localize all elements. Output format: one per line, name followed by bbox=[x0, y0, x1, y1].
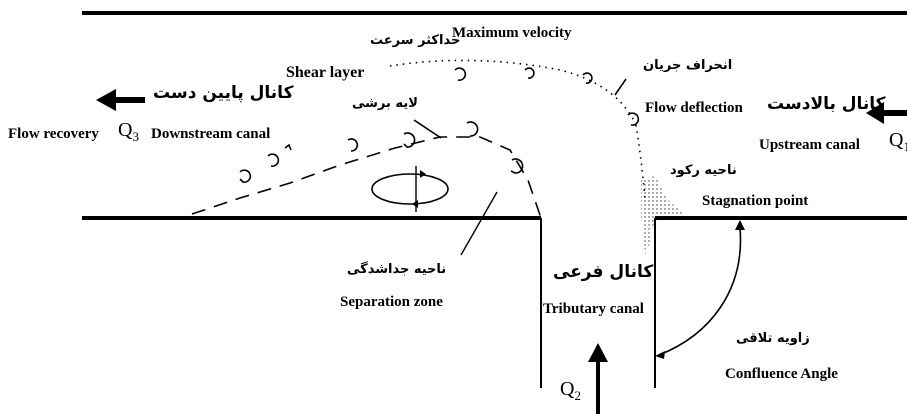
confluence-angle-arc bbox=[658, 227, 742, 356]
flow-deflection-leader bbox=[614, 78, 627, 96]
stagnation-zone bbox=[641, 176, 686, 260]
tributary-canal-label: Tributary canal bbox=[543, 301, 644, 317]
confluence-arc-arrowhead-2 bbox=[655, 351, 665, 359]
stagnation-label-fa: ناحیه رکود bbox=[670, 163, 737, 178]
shear-layer-label-fa: لایه برشی bbox=[352, 96, 418, 111]
shear-layer-leader bbox=[413, 119, 442, 139]
separation-eddy bbox=[371, 173, 449, 205]
tributary-canal-label-fa: کانال فرعی bbox=[553, 262, 653, 282]
q2-arrow bbox=[588, 343, 608, 414]
upstream-canal-label: Upstream canal bbox=[759, 137, 860, 153]
downstream-canal-label: Downstream canal bbox=[151, 126, 270, 142]
q1-arrow bbox=[866, 102, 907, 124]
max-velocity-line bbox=[389, 59, 637, 126]
shear-layer-line bbox=[191, 136, 542, 219]
flow-recovery-label: Flow recovery bbox=[8, 126, 99, 142]
q3-arrow bbox=[96, 89, 145, 111]
confluence-arc-arrowhead bbox=[735, 220, 745, 230]
separation-eddy-arrow-bottom bbox=[412, 200, 418, 208]
downstream-canal-label-fa: کانال پایین دست bbox=[153, 83, 294, 103]
confluence-label-fa: زاویه تلاقی bbox=[736, 331, 810, 346]
q2-label: Q2 bbox=[560, 378, 581, 403]
max-velocity-label-fa: حداکثر سرعت bbox=[370, 33, 460, 48]
separation-label-fa: ناحیه جداشدگی bbox=[347, 261, 446, 277]
flow-deflection-label: Flow deflection bbox=[645, 100, 744, 116]
confluence-angle-label: Confluence Angle bbox=[725, 366, 838, 382]
shear-layer-label: Shear layer bbox=[286, 64, 364, 81]
stagnation-point-label: Stagnation point bbox=[702, 193, 808, 209]
q3-label: Q3 bbox=[118, 119, 139, 144]
q1-label: Q1 bbox=[889, 129, 907, 154]
max-velocity-label: Maximum velocity bbox=[452, 25, 572, 41]
flow-deflection-line bbox=[635, 124, 646, 201]
upstream-canal-label-fa: کانال بالادست bbox=[767, 94, 886, 114]
separation-leader bbox=[460, 191, 498, 256]
separation-zone-label: Separation zone bbox=[340, 294, 443, 310]
flow-deflection-label-fa: انحراف جریان bbox=[643, 58, 732, 73]
shear-eddies bbox=[239, 67, 640, 183]
separation-eddy-arrow-top bbox=[420, 170, 426, 178]
